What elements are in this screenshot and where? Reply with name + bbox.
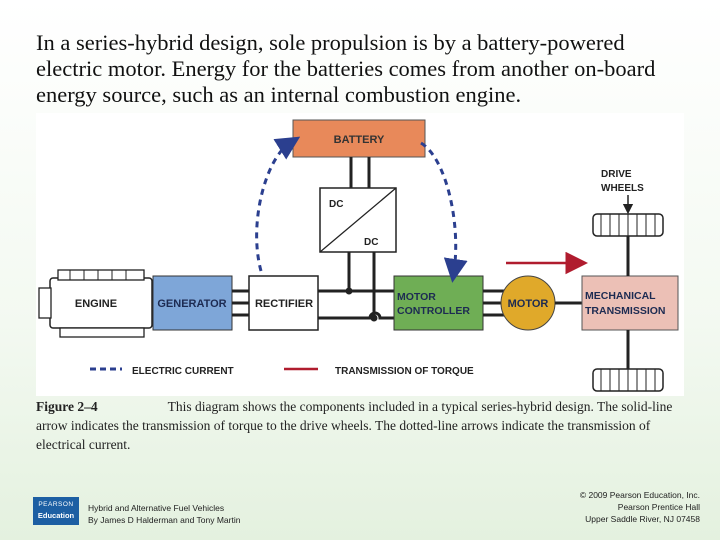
junction-dot [370, 314, 378, 322]
motor-label: MOTOR [508, 298, 549, 310]
dc-bottom-label: DC [364, 237, 378, 248]
rear-wheel-icon [592, 368, 664, 392]
dc-bus-wire [318, 311, 394, 320]
figure-caption-text: This diagram shows the components includ… [36, 399, 673, 452]
book-credit: Hybrid and Alternative Fuel Vehicles By … [88, 502, 240, 526]
logo-bottom-text: Education [37, 511, 75, 520]
mechanical-transmission-box [581, 275, 679, 331]
series-hybrid-diagram: BATTERY DC DC ENGINE [36, 113, 684, 396]
battery-label: BATTERY [334, 134, 385, 146]
book-authors: By James D Halderman and Tony Martin [88, 515, 241, 525]
publisher-line: Pearson Prentice Hall [617, 502, 700, 512]
address-line: Upper Saddle River, NJ 07458 [585, 514, 700, 524]
transmission-label-line2: TRANSMISSION [585, 305, 666, 317]
copyright-line: © 2009 Pearson Education, Inc. [579, 490, 700, 500]
engine-icon [38, 269, 153, 338]
rectifier-label: RECTIFIER [255, 298, 313, 310]
battery-box [292, 119, 426, 158]
pearson-logo: PEARSON Education [33, 497, 79, 525]
copyright-block: © 2009 Pearson Education, Inc. Pearson P… [580, 489, 700, 525]
legend-torque-label: TRANSMISSION OF TORQUE [335, 366, 474, 377]
generator-label: GENERATOR [157, 298, 226, 310]
rectifier-box [248, 275, 319, 331]
slide-title: In a series-hybrid design, sole propulsi… [36, 30, 656, 107]
motor-controller-box [393, 275, 484, 331]
motor-controller-label-line2: CONTROLLER [397, 305, 470, 317]
electric-current-arrow-to-battery [255, 136, 301, 272]
dc-top-label: DC [329, 199, 343, 210]
logo-top-text: PEARSON [38, 501, 74, 508]
legend-electric-label: ELECTRIC CURRENT [132, 366, 234, 377]
transmission-label-line1: MECHANICAL [585, 290, 656, 302]
book-title: Hybrid and Alternative Fuel Vehicles [88, 503, 225, 513]
converter-diagonal [319, 187, 397, 253]
drive-wheels-label-line1: DRIVE [601, 169, 632, 180]
motor-controller-label-line1: MOTOR [397, 291, 436, 303]
junction-dot [345, 287, 353, 295]
diagram-svg: BATTERY DC DC ENGINE [38, 119, 679, 392]
electric-current-arrow-to-controller [420, 141, 468, 283]
engine-label: ENGINE [75, 298, 117, 310]
drive-wheels-label-line2: WHEELS [601, 183, 644, 194]
drive-wheel-icon [592, 213, 664, 237]
figure-number: Figure 2–4 [36, 399, 98, 414]
